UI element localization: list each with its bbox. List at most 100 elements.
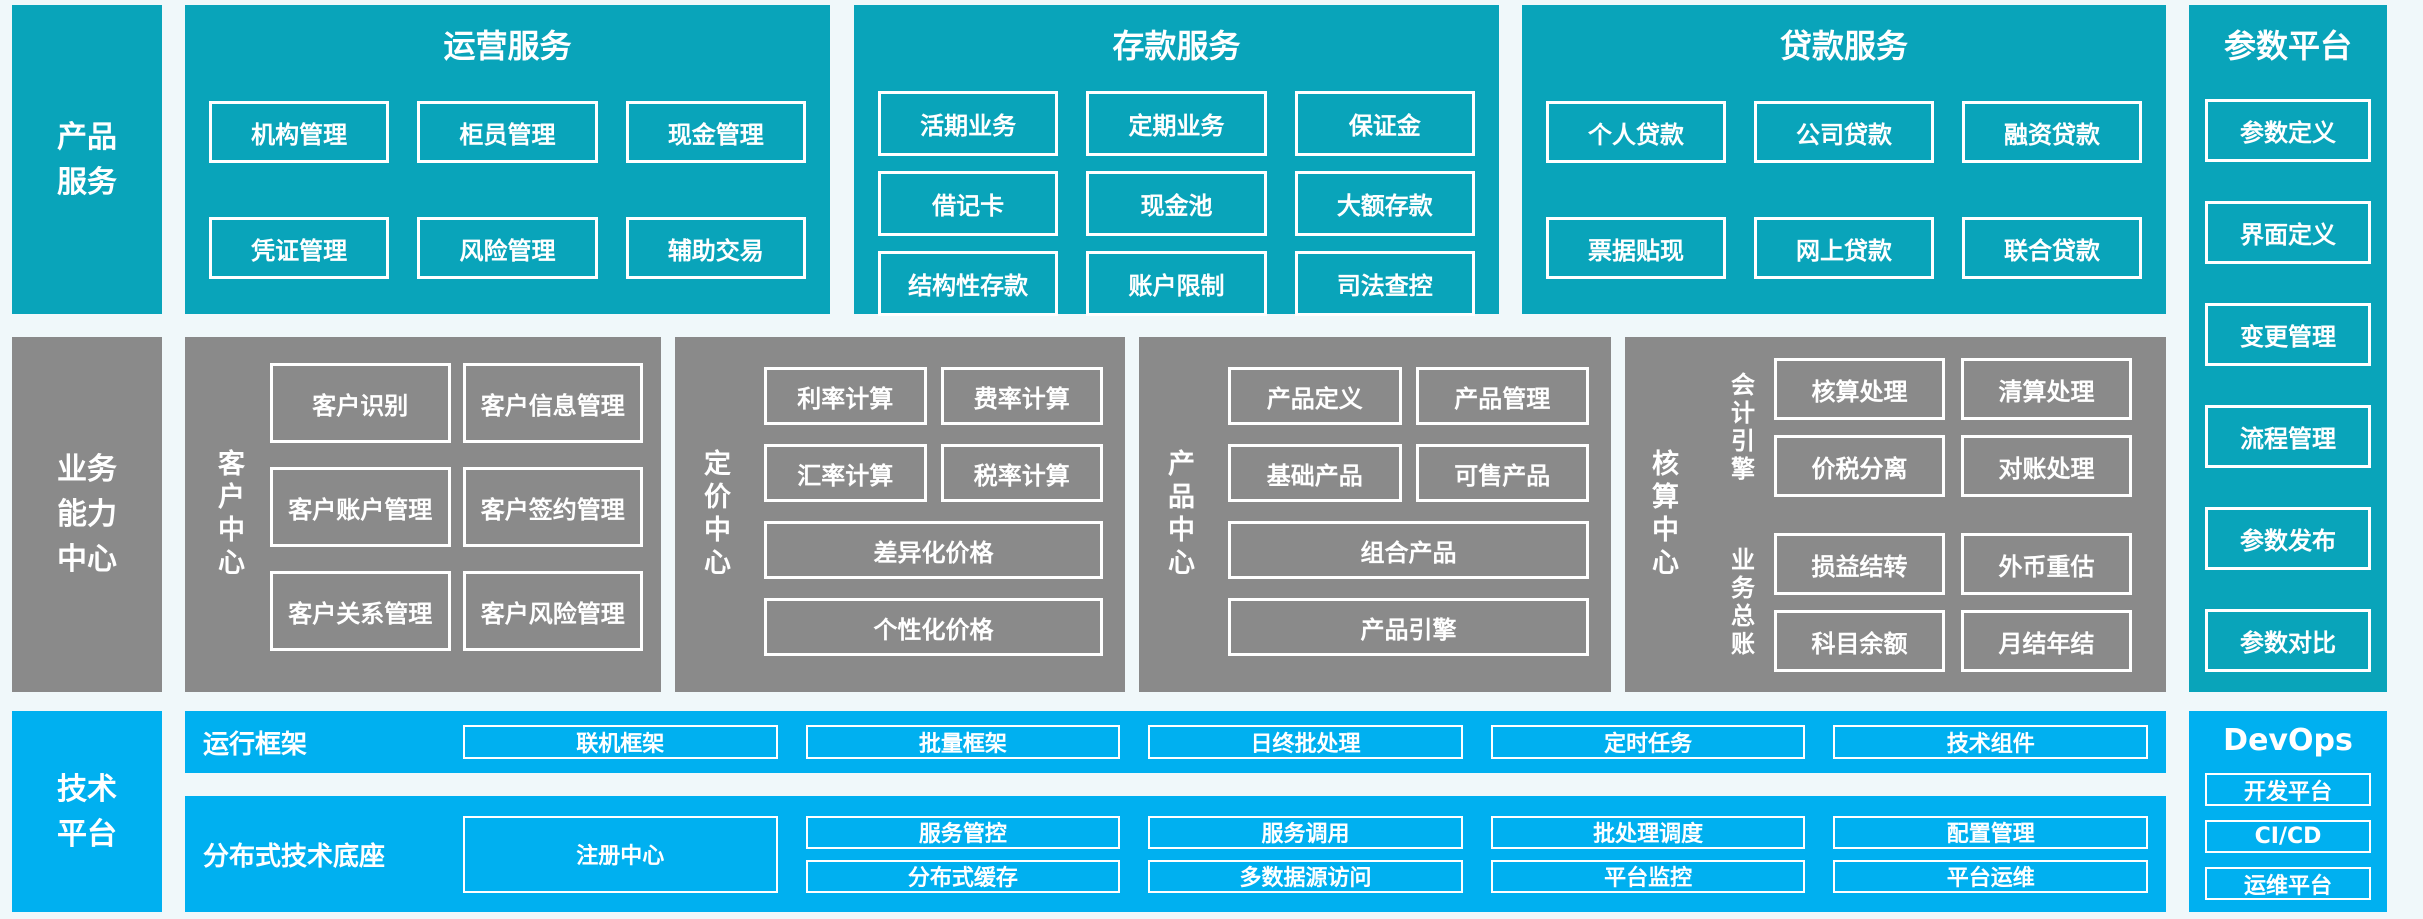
tech-box: 服务管控 (805, 815, 1121, 849)
capability-box: 客户识别 (270, 363, 451, 443)
capability-box: 客户信息管理 (462, 363, 643, 443)
panel-parameter-platform: 参数平台 参数定义 界面定义 变更管理 流程管理 参数发布 参数对比 (2189, 5, 2387, 692)
center-label-vertical: 核算中心 (1647, 448, 1678, 581)
panel-customer-center: 客户中心 客户识别 客户信息管理 客户账户管理 客户签约管理 客户关系管理 客户… (185, 337, 661, 692)
devops-box: CI/CD (2205, 820, 2371, 853)
param-box: 变更管理 (2205, 303, 2371, 366)
capability-box: 可售产品 (1415, 444, 1589, 502)
box-grid: 活期业务 定期业务 保证金 借记卡 现金池 大额存款 结构性存款 账户限制 司法… (854, 67, 1499, 316)
service-box: 现金管理 (625, 101, 806, 163)
sidebar-technology-platform: 技术 平台 (12, 711, 162, 912)
service-box: 网上贷款 (1754, 217, 1934, 279)
service-box: 风险管理 (417, 217, 598, 279)
box-column: 参数定义 界面定义 变更管理 流程管理 参数发布 参数对比 (2205, 99, 2371, 672)
devops-box: 开发平台 (2205, 773, 2371, 806)
tech-box: 配置管理 (1833, 815, 2148, 849)
capability-box: 对账处理 (1961, 435, 2132, 497)
box-stack: 产品定义 产品管理 基础产品 可售产品 组合产品 产品引擎 (1228, 337, 1589, 692)
sidebar-product-services: 产品 服务 (12, 5, 162, 314)
sidebar-label: 技术 平台 (57, 771, 117, 852)
group-stack: 会计引擎 核算处理 清算处理 价税分离 对账处理 业务总账 损益结转 外币重估 … (1724, 337, 2132, 692)
capability-box: 客户风险管理 (462, 571, 643, 651)
box-grid: 机构管理 柜员管理 现金管理 凭证管理 风险管理 辅助交易 (185, 67, 830, 279)
tech-box: 定时任务 (1490, 725, 1806, 759)
capability-box: 价税分离 (1774, 435, 1945, 497)
service-box: 机构管理 (209, 101, 390, 163)
capability-box: 外币重估 (1961, 533, 2132, 595)
capability-box: 组合产品 (1228, 521, 1589, 579)
tech-box: 批处理调度 (1490, 815, 1806, 849)
tech-box: 多数据源访问 (1148, 859, 1463, 893)
service-box: 保证金 (1294, 91, 1475, 156)
capability-box: 客户关系管理 (270, 571, 451, 651)
sidebar-label: 业务 能力 中心 (57, 452, 117, 577)
box-column: 开发平台 CI/CD 运维平台 (2205, 773, 2371, 900)
service-box: 公司贷款 (1754, 101, 1934, 163)
center-label-vertical: 客户中心 (213, 448, 244, 581)
box-grid: 客户识别 客户信息管理 客户账户管理 客户签约管理 客户关系管理 客户风险管理 (270, 337, 643, 692)
panel-distributed-base: 分布式技术底座 注册中心 服务管控 服务调用 批处理调度 配置管理 分布式缓存 … (185, 796, 2166, 912)
capability-box: 费率计算 (940, 367, 1103, 425)
service-box: 活期业务 (878, 91, 1059, 156)
tech-box: 分布式缓存 (805, 859, 1121, 893)
capability-box: 损益结转 (1774, 533, 1945, 595)
service-box: 个人贷款 (1546, 101, 1726, 163)
tech-box: 批量框架 (805, 725, 1121, 759)
tech-box: 服务调用 (1148, 815, 1463, 849)
sidebar-business-capability: 业务 能力 中心 (12, 337, 162, 692)
service-box: 账户限制 (1086, 251, 1267, 316)
group-label-vertical: 业务总账 (1726, 546, 1755, 659)
box-grid: 个人贷款 公司贷款 融资贷款 票据贴现 网上贷款 联合贷款 (1522, 67, 2166, 279)
panel-runtime-framework: 运行框架 联机框架 批量框架 日终批处理 定时任务 技术组件 (185, 711, 2166, 773)
param-box: 参数对比 (2205, 609, 2371, 672)
panel-loan-services: 贷款服务 个人贷款 公司贷款 融资贷款 票据贴现 网上贷款 联合贷款 (1522, 5, 2166, 314)
capability-box: 税率计算 (940, 444, 1103, 502)
box-stack: 利率计算 费率计算 汇率计算 税率计算 差异化价格 个性化价格 (764, 337, 1103, 692)
service-box: 定期业务 (1086, 91, 1267, 156)
capability-box: 差异化价格 (764, 521, 1103, 579)
panel-pricing-center: 定价中心 利率计算 费率计算 汇率计算 税率计算 差异化价格 个性化价格 (675, 337, 1125, 692)
capability-box: 基础产品 (1228, 444, 1402, 502)
panel-product-center: 产品中心 产品定义 产品管理 基础产品 可售产品 组合产品 产品引擎 (1139, 337, 1611, 692)
capability-box: 核算处理 (1774, 358, 1945, 420)
panel-deposit-services: 存款服务 活期业务 定期业务 保证金 借记卡 现金池 大额存款 结构性存款 账户… (854, 5, 1499, 316)
capability-box: 产品定义 (1228, 367, 1402, 425)
param-box: 界面定义 (2205, 201, 2371, 264)
tech-box: 联机框架 (463, 725, 778, 759)
service-box: 辅助交易 (625, 217, 806, 279)
capability-box: 清算处理 (1961, 358, 2132, 420)
group-label-vertical: 会计引擎 (1726, 371, 1755, 484)
row-label: 运行框架 (203, 729, 308, 760)
tech-box: 日终批处理 (1148, 725, 1463, 759)
accounting-engine-group: 会计引擎 核算处理 清算处理 价税分离 对账处理 (1724, 358, 2132, 497)
panel-title: 参数平台 (2223, 27, 2352, 65)
panel-accounting-center: 核算中心 会计引擎 核算处理 清算处理 价税分离 对账处理 业务总账 损益结转 … (1625, 337, 2166, 692)
service-box: 结构性存款 (878, 251, 1059, 316)
panel-operations-services: 运营服务 机构管理 柜员管理 现金管理 凭证管理 风险管理 辅助交易 (185, 5, 830, 314)
capability-box: 汇率计算 (764, 444, 927, 502)
panel-title: DevOps (2223, 723, 2353, 758)
capability-box: 产品引擎 (1228, 598, 1589, 656)
param-box: 参数发布 (2205, 507, 2371, 570)
service-box: 借记卡 (878, 171, 1059, 236)
service-box: 票据贴现 (1546, 217, 1726, 279)
service-box: 大额存款 (1294, 171, 1475, 236)
registry-box: 注册中心 (463, 815, 778, 893)
center-label-vertical: 产品中心 (1163, 448, 1194, 581)
devops-box: 运维平台 (2205, 867, 2371, 900)
tech-box: 技术组件 (1833, 725, 2148, 759)
tech-box: 平台监控 (1490, 859, 1806, 893)
panel-title: 运营服务 (443, 27, 572, 65)
capability-box: 个性化价格 (764, 598, 1103, 656)
capability-box: 科目余额 (1774, 610, 1945, 672)
capability-box: 客户账户管理 (270, 467, 451, 547)
service-box: 司法查控 (1294, 251, 1475, 316)
row-label: 分布式技术底座 (203, 841, 386, 872)
capability-box: 利率计算 (764, 367, 927, 425)
service-box: 凭证管理 (209, 217, 390, 279)
business-ledger-group: 业务总账 损益结转 外币重估 科目余额 月结年结 (1724, 533, 2132, 672)
param-box: 参数定义 (2205, 99, 2371, 162)
center-label-vertical: 定价中心 (699, 448, 730, 581)
capability-box: 月结年结 (1961, 610, 2132, 672)
